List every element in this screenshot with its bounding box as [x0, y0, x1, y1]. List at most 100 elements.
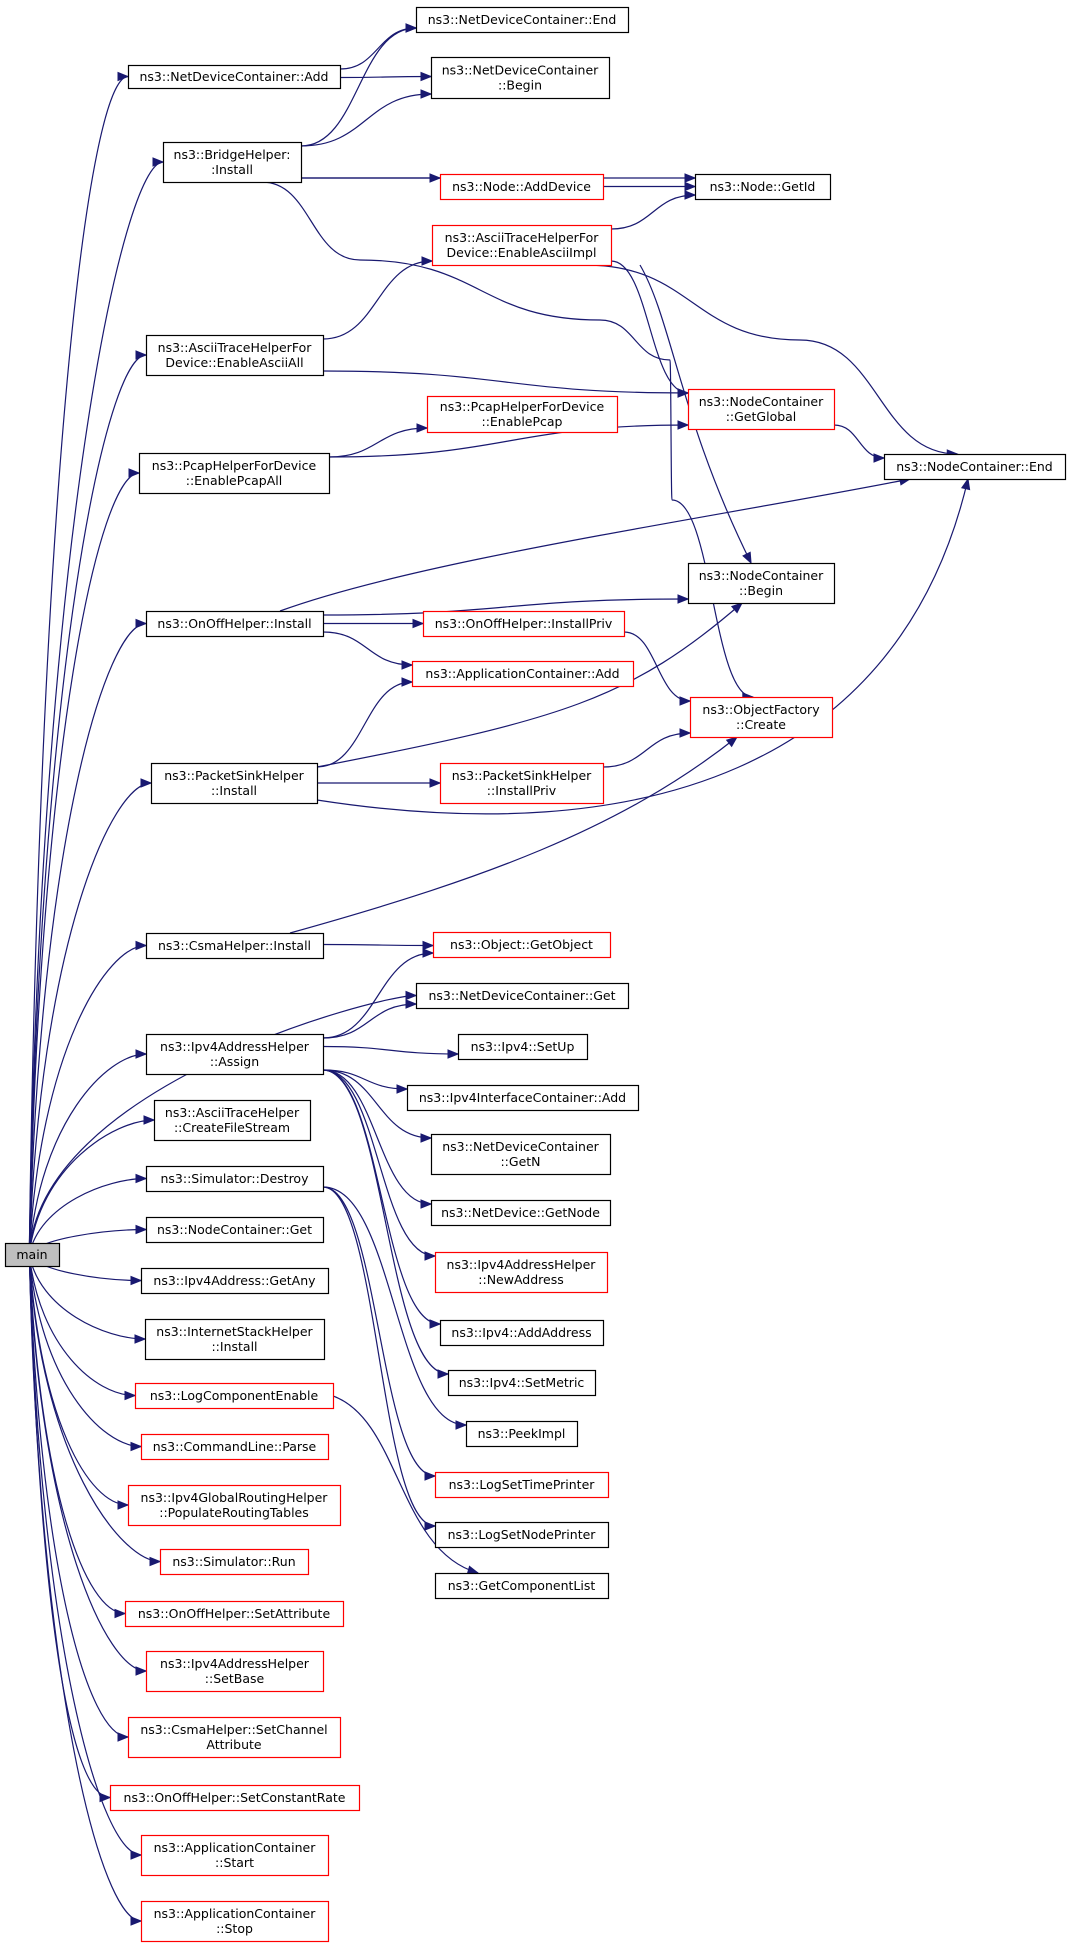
call-edge-ps_install-to-nc_begin	[316, 602, 744, 768]
node-label: ns3::Simulator::Destroy	[161, 1171, 310, 1186]
node-label: ::Start	[215, 1855, 254, 1870]
call-edge-main-to-ath_cfs	[28, 1115, 156, 1255]
node-label: ns3::BridgeHelper:	[174, 147, 291, 162]
node-getcomplist[interactable]: ns3::GetComponentList	[434, 1572, 610, 1600]
call-edge-main-to-bridge_install	[28, 157, 165, 1255]
node-box	[422, 610, 626, 638]
node-csma-install[interactable]: ns3::CsmaHelper::Install	[145, 932, 325, 960]
node-log-setnode[interactable]: ns3::LogSetNodePrinter	[434, 1521, 610, 1549]
node-box	[127, 1716, 342, 1759]
node-ipv4ic-add[interactable]: ns3::Ipv4InterfaceContainer::Add	[406, 1084, 640, 1112]
call-edge-main-to-appc_start	[28, 1254, 143, 1860]
node-label: ::InstallPriv	[487, 783, 557, 798]
node-onoff-setrate[interactable]: ns3::OnOffHelper::SetConstantRate	[109, 1784, 361, 1812]
node-nc-getglobal[interactable]: ns3::NodeContainer::GetGlobal	[687, 388, 836, 431]
node-label: ::GetGlobal	[726, 409, 797, 424]
call-edge-bridge_install-to-node_adddevice	[301, 173, 442, 183]
node-box	[145, 932, 325, 960]
call-edge-ipv4ah_assign-to-nd_getnode	[322, 1069, 433, 1209]
node-label: ns3::ApplicationContainer	[154, 1840, 317, 1855]
node-box	[145, 1033, 325, 1076]
node-label: ns3::Ipv4::SetUp	[471, 1039, 575, 1054]
node-log-settime[interactable]: ns3::LogSetTimePrinter	[434, 1471, 610, 1499]
node-grh-populate[interactable]: ns3::Ipv4GlobalRoutingHelper::PopulateRo…	[127, 1484, 342, 1527]
node-ndc-add[interactable]: ns3::NetDeviceContainer::Add	[127, 64, 342, 90]
node-ascii-impl[interactable]: ns3::AsciiTraceHelperForDevice::EnableAs…	[431, 224, 613, 267]
node-label: Device::EnableAsciiAll	[165, 355, 303, 370]
node-onoff-setattr[interactable]: ns3::OnOffHelper::SetAttribute	[124, 1600, 345, 1628]
node-box	[140, 1900, 330, 1943]
node-ipv4-setmetric[interactable]: ns3::Ipv4::SetMetric	[447, 1369, 597, 1397]
node-ath-cfs[interactable]: ns3::AsciiTraceHelper::CreateFileStream	[153, 1099, 312, 1142]
call-edge-ps_installpriv-to-of_create	[602, 728, 692, 768]
node-box	[457, 1033, 589, 1061]
node-nc-end[interactable]: ns3::NodeContainer::End	[883, 453, 1067, 481]
node-label: Attribute	[206, 1737, 262, 1752]
node-label: ::Stop	[216, 1921, 253, 1936]
node-sim-run[interactable]: ns3::Simulator::Run	[159, 1548, 310, 1576]
node-ndc-end[interactable]: ns3::NetDeviceContainer::End	[415, 6, 630, 34]
node-pcap-enable[interactable]: ns3::PcapHelperForDevice::EnablePcap	[426, 395, 619, 434]
node-ipv4-setup[interactable]: ns3::Ipv4::SetUp	[457, 1033, 589, 1061]
node-label: ns3::ApplicationContainer::Add	[425, 666, 619, 681]
node-label: ns3::AsciiTraceHelperFor	[158, 340, 313, 355]
node-label: ns3::NetDeviceContainer	[442, 1139, 599, 1154]
node-log-enable[interactable]: ns3::LogComponentEnable	[134, 1382, 335, 1410]
node-bridge-install[interactable]: ns3::BridgeHelper::Install	[162, 141, 303, 184]
call-nodes: mainns3::NetDeviceContainer::Addns3::Net…	[4, 6, 1067, 1943]
call-edge-onoff_install-to-appc_add	[322, 631, 414, 670]
node-label: ns3::InternetStackHelper	[156, 1324, 313, 1339]
node-cmd-parse[interactable]: ns3::CommandLine::Parse	[140, 1433, 330, 1461]
node-box	[431, 224, 613, 267]
call-edge-ipv4ah_assign-to-ndc_get	[322, 999, 418, 1039]
node-ish-install[interactable]: ns3::InternetStackHelper::Install	[144, 1318, 326, 1361]
node-label: ns3::LogComponentEnable	[150, 1388, 319, 1403]
node-ps-installpriv[interactable]: ns3::PacketSinkHelper::InstallPriv	[439, 762, 605, 805]
call-edge-ascii_impl-to-nc_begin	[639, 264, 752, 565]
node-box	[159, 1548, 310, 1576]
node-box	[430, 56, 611, 100]
node-label: ns3::OnOffHelper::Install	[157, 616, 311, 631]
node-ndc-get[interactable]: ns3::NetDeviceContainer::Get	[415, 982, 630, 1010]
node-appc-start[interactable]: ns3::ApplicationContainer::Start	[140, 1834, 330, 1877]
call-edge-onoff_install-to-nc_begin	[322, 594, 690, 616]
node-box	[439, 173, 605, 201]
node-ndc-getn[interactable]: ns3::NetDeviceContainer::GetN	[430, 1133, 612, 1176]
node-ascii-all[interactable]: ns3::AsciiTraceHelperForDevice::EnableAs…	[145, 334, 325, 377]
node-nd-getnode[interactable]: ns3::NetDevice::GetNode	[430, 1199, 612, 1227]
node-box	[447, 1369, 597, 1397]
node-peekimpl[interactable]: ns3::PeekImpl	[465, 1420, 579, 1448]
node-box	[411, 660, 635, 688]
node-ndc-begin[interactable]: ns3::NetDeviceContainer::Begin	[430, 56, 611, 100]
node-box	[434, 1471, 610, 1499]
node-pcap-all[interactable]: ns3::PcapHelperForDevice::EnablePcapAll	[138, 452, 331, 495]
node-onoff-install[interactable]: ns3::OnOffHelper::Install	[145, 610, 325, 638]
node-ipv4a-getany[interactable]: ns3::Ipv4Address::GetAny	[140, 1267, 330, 1295]
node-label: ns3::LogSetNodePrinter	[448, 1527, 597, 1542]
node-box	[430, 1133, 612, 1176]
node-ipv4-addaddress[interactable]: ns3::Ipv4::AddAddress	[439, 1319, 605, 1347]
call-edge-ipv4ah_assign-to-ndc_getn	[322, 1069, 433, 1143]
node-ipv4ah-newaddr[interactable]: ns3::Ipv4AddressHelper::NewAddress	[434, 1251, 609, 1294]
node-obj-getobject[interactable]: ns3::Object::GetObject	[432, 931, 612, 959]
node-nc-get[interactable]: ns3::NodeContainer::Get	[145, 1216, 325, 1244]
call-edge-main-to-onoff_setrate	[28, 1254, 112, 1803]
node-node-getid[interactable]: ns3::Node::GetId	[694, 173, 832, 201]
call-edge-ipv4ah_assign-to-ipv4ah_newaddr	[322, 1069, 437, 1261]
node-ipv4ah-assign[interactable]: ns3::Ipv4AddressHelper::Assign	[145, 1033, 325, 1076]
node-ipv4ah-setbase[interactable]: ns3::Ipv4AddressHelper::SetBase	[145, 1650, 325, 1693]
node-label: ns3::AsciiTraceHelper	[165, 1105, 300, 1120]
node-of-create[interactable]: ns3::ObjectFactory::Create	[689, 696, 834, 739]
node-onoff-installpriv[interactable]: ns3::OnOffHelper::InstallPriv	[422, 610, 626, 638]
node-box	[134, 1382, 335, 1410]
node-ps-install[interactable]: ns3::PacketSinkHelper::Install	[150, 762, 319, 805]
node-label: ::SetBase	[205, 1671, 265, 1686]
node-sim-destroy[interactable]: ns3::Simulator::Destroy	[145, 1165, 325, 1193]
node-nc-begin[interactable]: ns3::NodeContainer::Begin	[687, 562, 836, 605]
node-label: ns3::OnOffHelper::InstallPriv	[435, 616, 613, 631]
node-node-adddevice[interactable]: ns3::Node::AddDevice	[439, 173, 605, 201]
node-appc-stop[interactable]: ns3::ApplicationContainer::Stop	[140, 1900, 330, 1943]
call-edge-main-to-log_enable	[28, 1254, 137, 1401]
node-appc-add[interactable]: ns3::ApplicationContainer::Add	[411, 660, 635, 688]
